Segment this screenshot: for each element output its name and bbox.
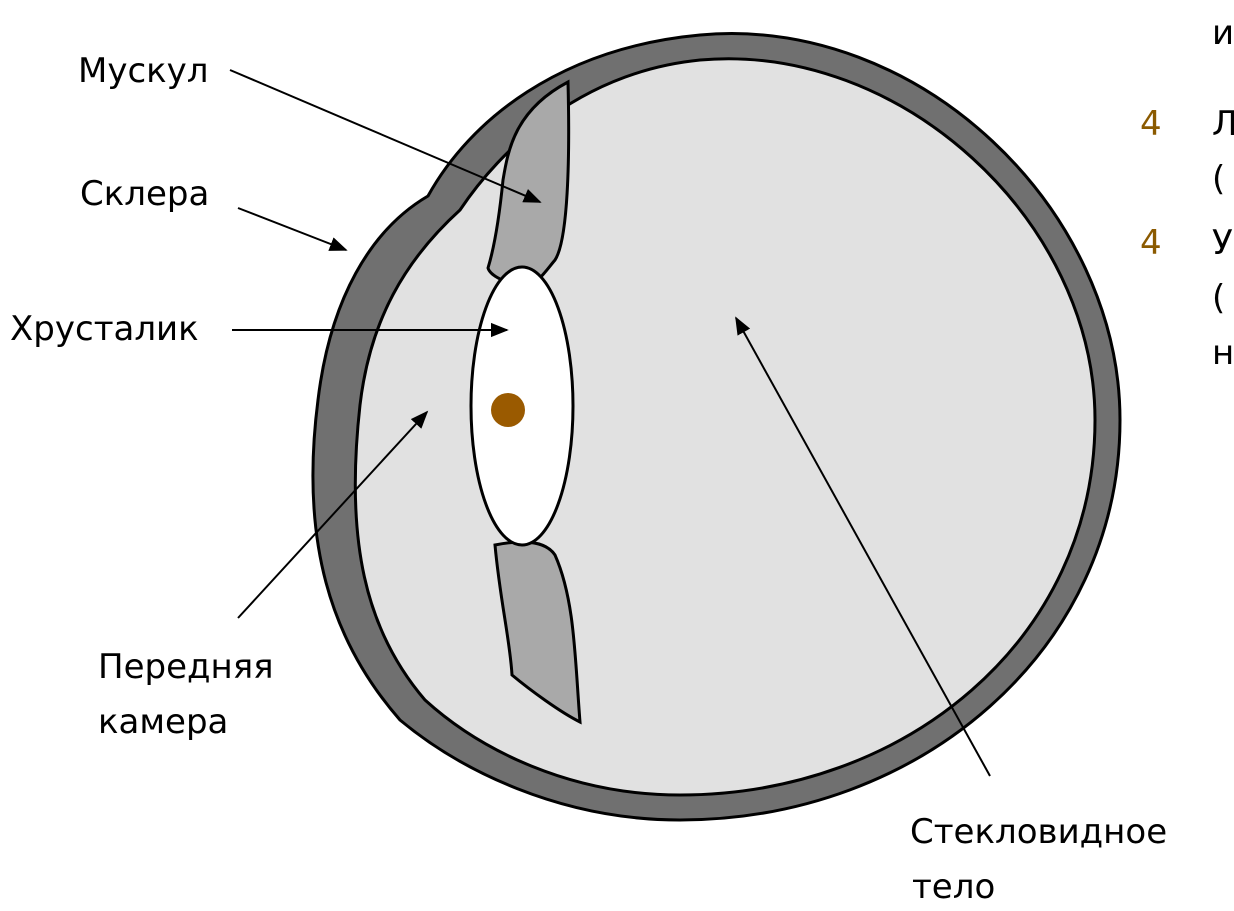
bullet-marker-2: 4	[1140, 223, 1162, 263]
label-vitreous-line2: тело	[912, 867, 995, 907]
cutoff-text-top: и	[1212, 13, 1234, 53]
label-sclera: Склера	[80, 174, 209, 214]
bullet-2-line-1: У	[1212, 223, 1233, 263]
label-muscle: Мускул	[78, 51, 209, 91]
bullet-1-line-1: Л	[1212, 104, 1234, 144]
label-lens: Хрусталик	[10, 309, 199, 349]
label-anterior-chamber-line1: Передняя	[98, 647, 274, 687]
pupil-dot	[491, 393, 525, 427]
bullet-marker-1: 4	[1140, 104, 1162, 144]
label-anterior-chamber-line2: камера	[98, 702, 228, 742]
bullet-1-line-2: (	[1212, 159, 1225, 199]
bullet-2-line-3: н	[1212, 333, 1234, 373]
label-vitreous-line1: Стекловидное	[910, 812, 1167, 852]
bullet-2-line-2: (	[1212, 278, 1225, 318]
sclera-pointer	[238, 208, 346, 250]
